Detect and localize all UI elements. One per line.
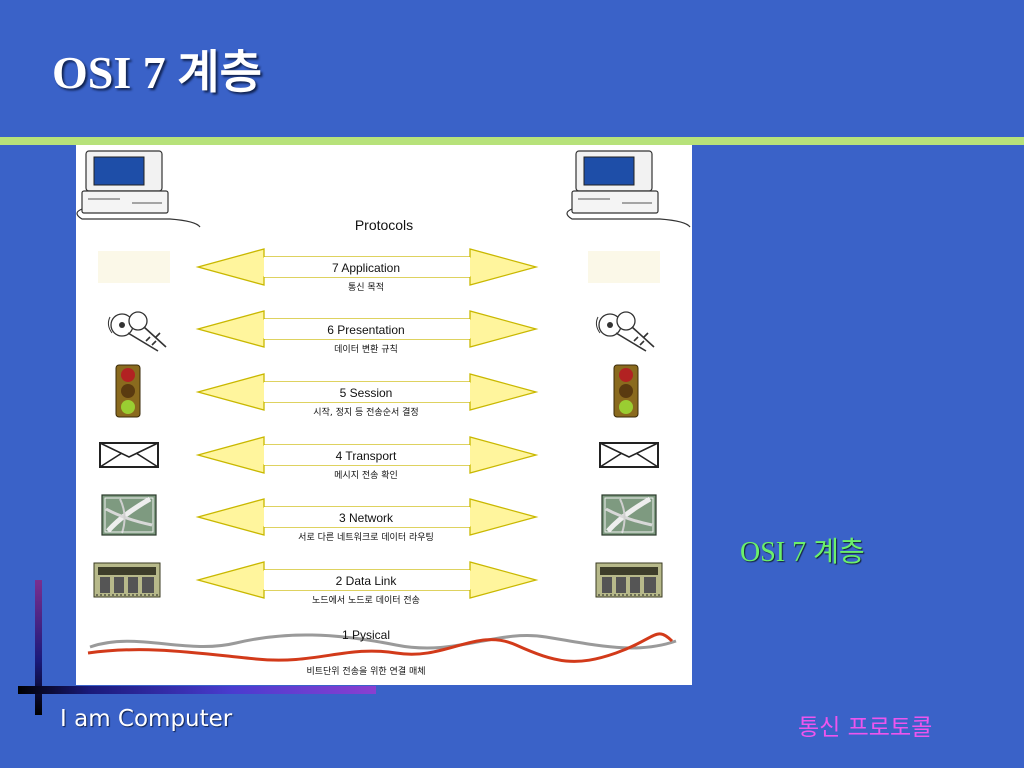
footer-left-text: I am Computer xyxy=(60,706,233,732)
layer-desc: 시작, 정지 등 전송순서 결정 xyxy=(313,408,419,418)
layer-desc: 비트단위 전송을 위한 연결 매체 xyxy=(306,667,426,677)
layer-desc: 메시지 전송 확인 xyxy=(334,471,398,481)
layer-name: 2 Data Link xyxy=(335,574,397,588)
slide-title: OSI 7 계층 xyxy=(52,47,262,98)
footer-right-text: 통신 프로토콜 xyxy=(798,715,933,741)
decor-horizontal-bar xyxy=(18,686,376,694)
layer-name: 1 Pysical xyxy=(341,628,391,642)
diagram-graphics xyxy=(76,150,691,663)
side-caption: OSI 7 계층 xyxy=(740,537,865,568)
osi-diagram: Protocols 7 Application 통신 목적 6 Presenta… xyxy=(76,145,692,685)
layer-desc: 노드에서 노드로 데이터 전송 xyxy=(312,596,420,606)
layer-desc: 데이터 변환 규칙 xyxy=(334,345,398,355)
layer-name: 6 Presentation xyxy=(327,323,405,337)
layer-desc: 서로 다른 네트워크로 데이터 라우팅 xyxy=(298,533,434,543)
decor-vertical-bar xyxy=(35,580,42,715)
layer-name: 4 Transport xyxy=(335,449,397,463)
layer-name: 7 Application xyxy=(331,261,401,275)
layer-arrows xyxy=(197,248,537,599)
layer-name: 3 Network xyxy=(338,511,394,525)
protocols-title: Protocols xyxy=(354,217,414,233)
arrow-bands xyxy=(264,257,470,590)
title-divider xyxy=(0,137,1024,145)
layer-name: 5 Session xyxy=(339,386,393,400)
layer-desc: 통신 목적 xyxy=(348,283,384,293)
